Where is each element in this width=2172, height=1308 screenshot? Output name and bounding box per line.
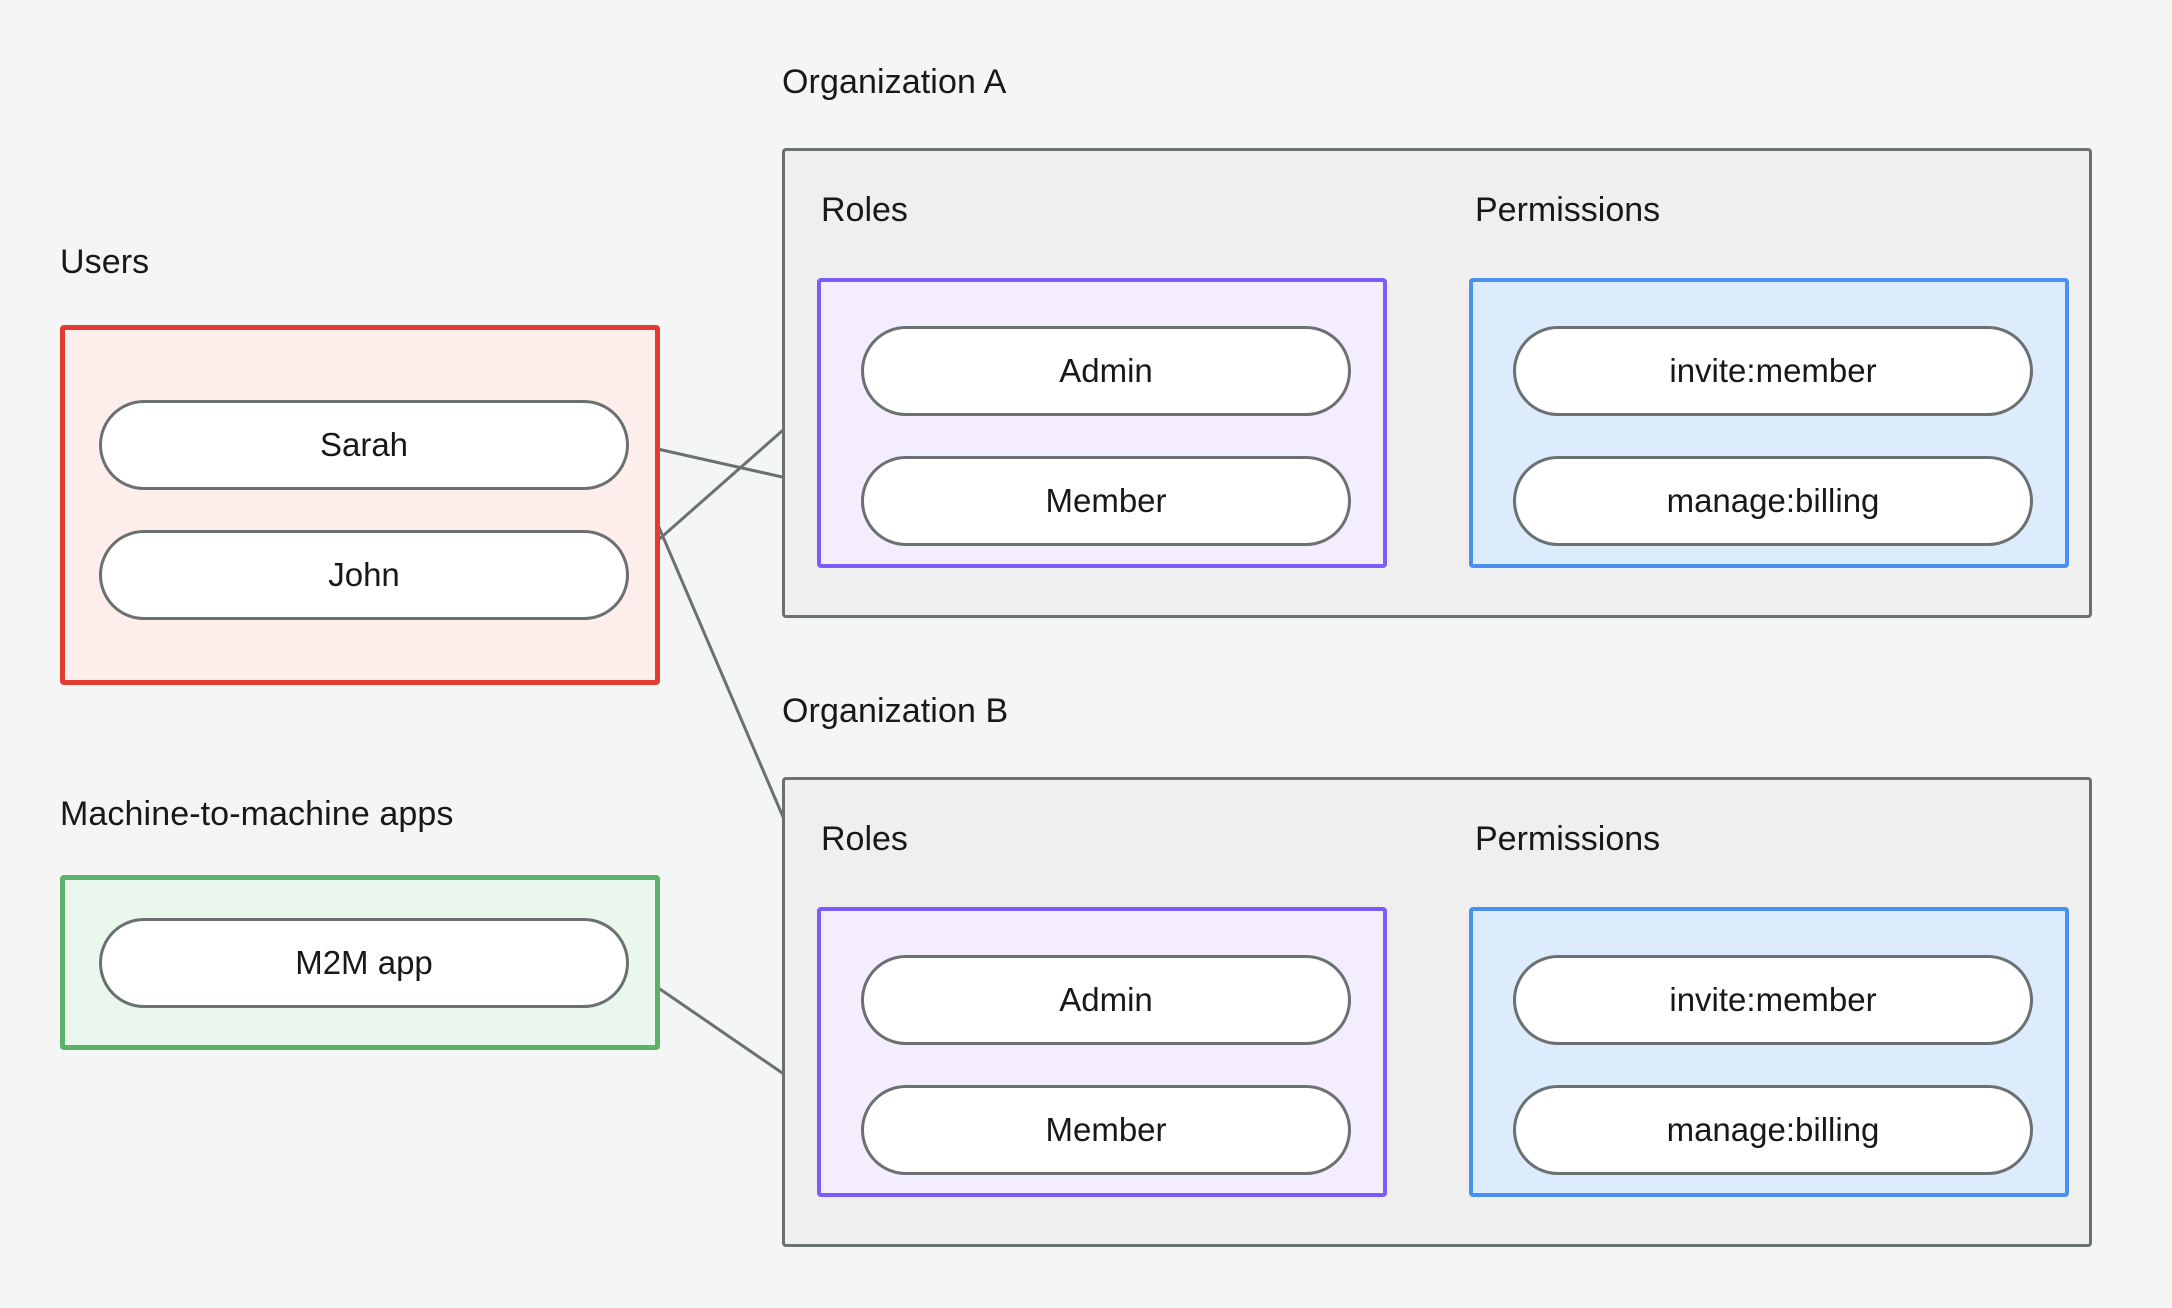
org-a-role-member[interactable]: Member	[861, 456, 1351, 546]
org-a-permissions-container: invite:member manage:billing	[1469, 278, 2069, 568]
users-group-title: Users	[60, 243, 150, 281]
org-b-title: Organization B	[782, 692, 1009, 730]
org-a-permission-manage-billing[interactable]: manage:billing	[1513, 456, 2033, 546]
org-a-permissions-label: Permissions	[1475, 191, 1661, 229]
m2m-node-m2m-app[interactable]: M2M app	[99, 918, 629, 1008]
org-a-role-admin[interactable]: Admin	[861, 326, 1351, 416]
org-a-roles-container: Admin Member	[817, 278, 1387, 568]
org-b-permissions-label: Permissions	[1475, 820, 1661, 858]
m2m-container: M2M app	[60, 875, 660, 1050]
org-a-roles-label: Roles	[821, 191, 908, 229]
org-b-roles-container: Admin Member	[817, 907, 1387, 1197]
org-a-permission-invite-member[interactable]: invite:member	[1513, 326, 2033, 416]
users-container: Sarah John	[60, 325, 660, 685]
org-b-role-member[interactable]: Member	[861, 1085, 1351, 1175]
org-b-role-admin[interactable]: Admin	[861, 955, 1351, 1045]
m2m-group-title: Machine-to-machine apps	[60, 795, 454, 833]
user-node-john[interactable]: John	[99, 530, 629, 620]
org-a-title: Organization A	[782, 63, 1007, 101]
org-a-panel: Roles Permissions Admin Member invite:me…	[782, 148, 2092, 618]
org-b-permission-manage-billing[interactable]: manage:billing	[1513, 1085, 2033, 1175]
org-b-permission-invite-member[interactable]: invite:member	[1513, 955, 2033, 1045]
org-b-permissions-container: invite:member manage:billing	[1469, 907, 2069, 1197]
org-b-roles-label: Roles	[821, 820, 908, 858]
org-b-panel: Roles Permissions Admin Member invite:me…	[782, 777, 2092, 1247]
user-node-sarah[interactable]: Sarah	[99, 400, 629, 490]
